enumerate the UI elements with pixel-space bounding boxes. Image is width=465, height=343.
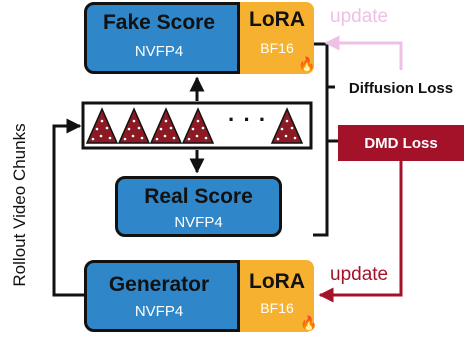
rollout-video-chunks-label: Rollout Video Chunks	[10, 123, 29, 287]
generator-box: Generator NVFP4 LoRA BF16	[84, 260, 314, 332]
arrow-generator-to-chunks	[52, 118, 84, 297]
generator-lora-box: LoRA BF16	[237, 260, 314, 332]
fake-score-precision: NVFP4	[134, 43, 184, 60]
update-arrow-generator-lora	[318, 161, 403, 303]
flame-icon: 🔥	[298, 56, 316, 72]
diffusion-loss-label: Diffusion Loss	[348, 79, 454, 97]
update-label-bottom: update	[330, 264, 389, 285]
fake-score-box: Fake Score NVFP4 LoRA BF16	[84, 2, 314, 74]
chunk-frame-2	[117, 107, 151, 144]
fake-score-title: Fake Score	[102, 11, 216, 34]
chunk-ellipsis: · · ·	[228, 107, 268, 132]
real-score-title: Real Score	[144, 185, 253, 208]
fake-lora-title: LoRA	[249, 8, 305, 31]
loss-bracket	[313, 42, 329, 237]
generator-lora-title: LoRA	[249, 270, 305, 293]
chunk-frame-3	[149, 107, 183, 144]
chunk-frame-4	[181, 107, 215, 144]
generator-title: Generator	[108, 273, 210, 296]
update-label-top: update	[330, 6, 389, 27]
chunk-frame-1	[85, 107, 119, 144]
generator-precision: NVFP4	[134, 303, 184, 320]
real-score-precision: NVFP4	[174, 214, 223, 231]
fake-lora-box: LoRA BF16	[237, 2, 314, 74]
flame-icon: 🔥	[300, 315, 318, 331]
chunk-frame-5	[270, 107, 304, 144]
dmd-loss-label: DMD Loss	[338, 125, 464, 161]
fake-lora-precision: BF16	[260, 40, 294, 56]
generator-lora-precision: BF16	[260, 300, 294, 316]
real-score-box: Real Score NVFP4	[115, 176, 282, 237]
update-arrow-fake-lora	[324, 35, 403, 70]
